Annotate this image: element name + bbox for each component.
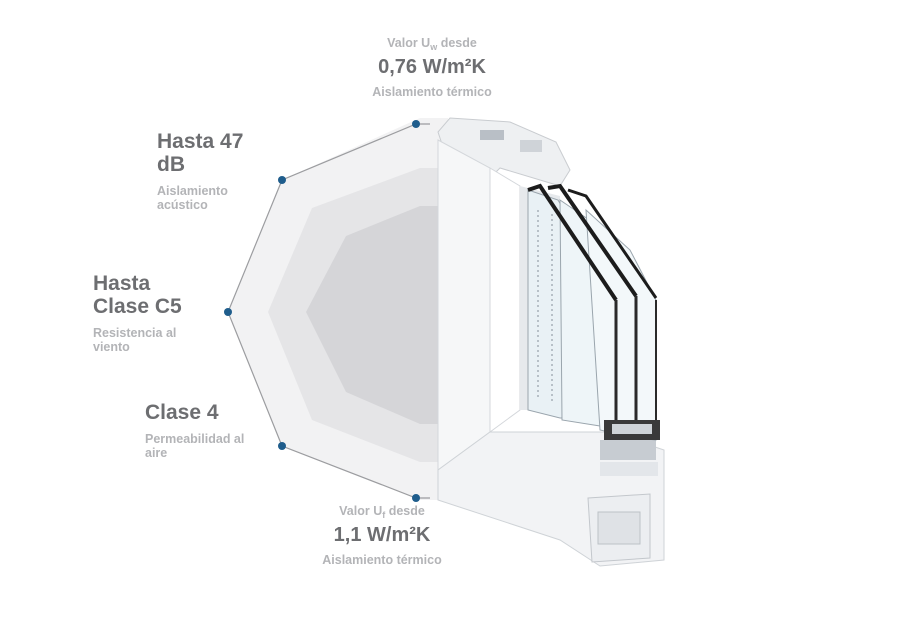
wind-description: Resistencia al viento xyxy=(93,326,177,354)
acoustic-value: Hasta 47 dB xyxy=(157,130,244,176)
marker-air xyxy=(278,442,286,450)
acoustic-description: Aislamiento acústico xyxy=(157,184,228,212)
ring-inner xyxy=(306,206,448,424)
marker-bottom xyxy=(412,494,420,502)
bottom-caption-prefix: Valor U xyxy=(339,504,383,518)
bottom-metric: Valor Uf desde 1,1 W/m²K Aislamiento tér… xyxy=(262,504,502,567)
bottom-metric-value: 1,1 W/m²K xyxy=(333,524,431,546)
acoustic-metric: Hasta 47 dB Aislamiento acústico xyxy=(157,130,287,212)
wind-metric: Hasta Clase C5 Resistencia al viento xyxy=(93,272,223,354)
marker-acoustic xyxy=(278,176,286,184)
wind-value: Hasta Clase C5 xyxy=(93,272,182,318)
top-metric-value: 0,76 W/m²K xyxy=(378,56,486,78)
marker-wind xyxy=(224,308,232,316)
top-caption-suffix: desde xyxy=(437,36,477,50)
top-metric-description: Aislamiento térmico xyxy=(372,85,492,99)
bottom-metric-caption: Valor Uf desde xyxy=(262,504,502,520)
bottom-caption-suffix: desde xyxy=(385,504,425,518)
top-caption-sub: w xyxy=(430,42,438,52)
air-description: Permeabilidad al aire xyxy=(145,432,245,460)
bottom-caption-sub: f xyxy=(382,510,386,520)
air-metric: Clase 4 Permeabilidad al aire xyxy=(145,401,285,460)
air-value: Clase 4 xyxy=(145,401,219,424)
top-caption-prefix: Valor U xyxy=(387,36,431,50)
bottom-metric-description: Aislamiento térmico xyxy=(322,553,442,567)
top-metric: Valor Uw desde 0,76 W/m²K Aislamiento té… xyxy=(312,36,552,99)
top-metric-caption: Valor Uw desde xyxy=(312,36,552,52)
window-profile-illustration xyxy=(437,117,665,567)
marker-top xyxy=(412,120,420,128)
